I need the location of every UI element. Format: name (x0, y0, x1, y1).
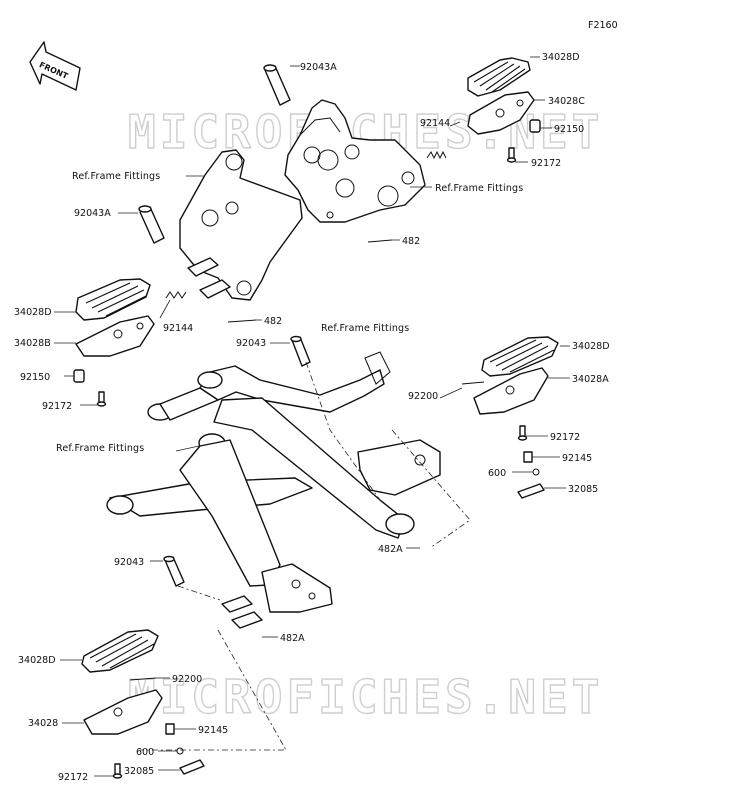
step-holder-pins-lower (221, 595, 263, 629)
label-600-right: 600 (488, 468, 506, 479)
step-holder-34028a (473, 367, 549, 415)
label-34028d-mid-right: 34028D (572, 341, 610, 352)
pin-92043a-top (263, 64, 291, 106)
clip-32085-lower (179, 759, 205, 775)
label-34028d-top: 34028D (542, 52, 580, 63)
label-92172-mid-right: 92172 (550, 432, 580, 443)
label-92043-lower: 92043 (114, 557, 144, 568)
rear-right-bracket (284, 99, 426, 223)
front-arrow-icon: FRONT (29, 41, 81, 91)
label-34028d-left: 34028D (14, 307, 52, 318)
label-34028b: 34028B (14, 338, 51, 349)
rubber-92150-right (529, 119, 541, 133)
rear-left-bracket (179, 149, 303, 301)
label-32085-right: 32085 (568, 484, 598, 495)
pin-482-left (227, 319, 257, 323)
label-92172-left: 92172 (42, 401, 72, 412)
step-34028d-mid-right (481, 336, 559, 377)
clip-32085-right (517, 483, 545, 499)
ball-600-right (532, 468, 540, 476)
label-92150-right: 92150 (554, 124, 584, 135)
rubber-92150-left (73, 369, 85, 383)
label-482-right: 482 (402, 236, 420, 247)
label-482a-right: 482A (378, 544, 403, 555)
step-holder-34028 (83, 689, 163, 735)
bolt-92172-lower (112, 763, 123, 779)
spring-92144-left (165, 291, 187, 299)
label-92172-lower: 92172 (58, 772, 88, 783)
pin-92200-right (461, 381, 485, 385)
label-600-lower: 600 (136, 747, 154, 758)
label-ref-frame-left: Ref.Frame Fittings (56, 443, 144, 454)
label-ref-frame-center: Ref.Frame Fittings (321, 323, 409, 334)
label-92145-lower: 92145 (198, 725, 228, 736)
label-92144-right: 92144 (420, 118, 450, 129)
spring-92145-lower (165, 723, 175, 735)
label-92043a-top: 92043A (300, 62, 337, 73)
label-92043a-left: 92043A (74, 208, 111, 219)
label-32085-lower: 32085 (124, 766, 154, 777)
bolt-92172-mid-right (517, 425, 528, 441)
step-34028d-left (75, 278, 151, 321)
step-34028d-lower (81, 629, 159, 673)
spring-92144-right (426, 150, 447, 160)
pin-92043-mid (290, 335, 311, 367)
label-92200-lower: 92200 (172, 674, 202, 685)
label-ref-frame-upper-left: Ref.Frame Fittings (72, 171, 160, 182)
label-92144-left: 92144 (163, 323, 193, 334)
step-holder-34028b (75, 315, 155, 357)
label-34028d-lower: 34028D (18, 655, 56, 666)
label-482-left: 482 (264, 316, 282, 327)
label-92043-mid: 92043 (236, 338, 266, 349)
label-482a-lower: 482A (280, 633, 305, 644)
step-holder-34028c (467, 91, 535, 135)
watermark-bottom: MICROFICHES.NET (128, 670, 603, 724)
pin-92200-lower (129, 677, 157, 681)
bolt-92172-right (506, 147, 517, 163)
bolt-92172-left (96, 391, 107, 407)
pin-92043-lower (163, 555, 185, 587)
label-ref-frame-upper-right: Ref.Frame Fittings (435, 183, 523, 194)
label-34028: 34028 (28, 718, 58, 729)
pin-92043a-left (138, 205, 165, 244)
pin-482-right (367, 239, 393, 243)
step-holder-pins-left (187, 257, 231, 299)
label-92172-right: 92172 (531, 158, 561, 169)
label-34028a: 34028A (572, 374, 609, 385)
label-92200-right: 92200 (408, 391, 438, 402)
label-92145-right: 92145 (562, 453, 592, 464)
spring-92145-right (523, 451, 533, 463)
front-step-frame (106, 351, 441, 613)
label-92150-left: 92150 (20, 372, 50, 383)
label-34028c: 34028C (548, 96, 585, 107)
figure-code: F2160 (588, 20, 618, 31)
ball-600-lower (176, 747, 184, 755)
step-34028d-top (467, 57, 531, 97)
